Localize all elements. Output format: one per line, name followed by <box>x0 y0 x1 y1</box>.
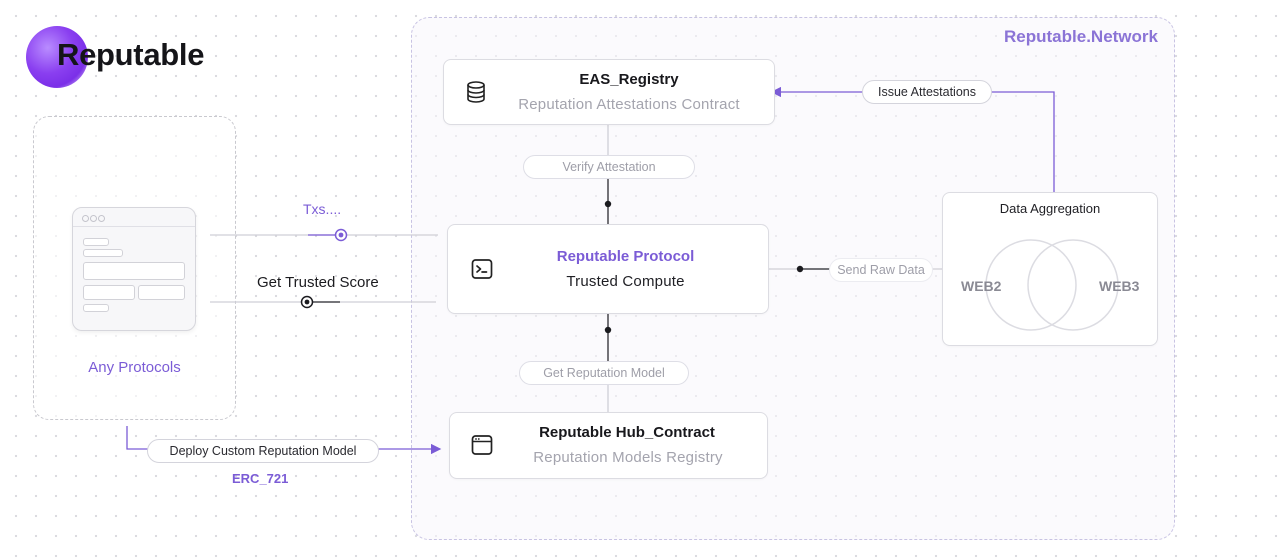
verify-attestation-label: Verify Attestation <box>523 155 695 179</box>
web2-label: WEB2 <box>961 278 1002 294</box>
reputable-protocol-card: Reputable Protocol Trusted Compute <box>447 224 769 314</box>
any-protocols-label: Any Protocols <box>88 359 181 376</box>
edge-verify-dot <box>604 200 612 208</box>
hub-contract-subtitle: Reputation Models Registry <box>533 449 723 466</box>
reputable-protocol-title: Reputable Protocol <box>556 248 695 265</box>
issue-attestations-label: Issue Attestations <box>862 80 992 104</box>
eas-registry-subtitle: Reputation Attestations Contract <box>518 96 740 113</box>
web3-label: WEB3 <box>1099 278 1140 294</box>
browser-window-icon <box>471 435 493 455</box>
erc-721-label: ERC_721 <box>232 471 289 486</box>
get-trusted-score-label: Get Trusted Score <box>257 274 379 291</box>
any-protocols-container: Any Protocols <box>33 116 236 420</box>
venn-diagram <box>985 239 1119 331</box>
edge-send-raw-dot <box>796 265 804 273</box>
edge-issue-attestations <box>770 86 1055 192</box>
app-window-illustration <box>72 207 196 331</box>
hub-contract-card: Reputable Hub_Contract Reputation Models… <box>449 412 768 479</box>
edge-model-dot <box>604 326 612 334</box>
data-aggregation-card: Data Aggregation WEB2 WEB3 <box>942 192 1158 346</box>
brand-logo-text: Reputable <box>57 37 205 72</box>
terminal-icon <box>471 259 493 279</box>
hub-contract-title: Reputable Hub_Contract <box>539 424 715 441</box>
eas-registry-title: EAS_Registry <box>579 71 679 88</box>
eas-registry-card: EAS_Registry Reputation Attestations Con… <box>443 59 775 125</box>
network-label: Reputable.Network <box>1004 27 1158 46</box>
reputable-protocol-subtitle: Trusted Compute <box>566 273 685 290</box>
deploy-custom-model-label: Deploy Custom Reputation Model <box>147 439 379 463</box>
get-reputation-model-label: Get Reputation Model <box>519 361 689 385</box>
data-aggregation-title: Data Aggregation <box>999 201 1101 216</box>
logo-orb <box>26 26 88 88</box>
send-raw-data-label: Send Raw Data <box>829 258 933 282</box>
txs-label: Txs.... <box>303 201 342 217</box>
database-icon <box>467 81 485 103</box>
